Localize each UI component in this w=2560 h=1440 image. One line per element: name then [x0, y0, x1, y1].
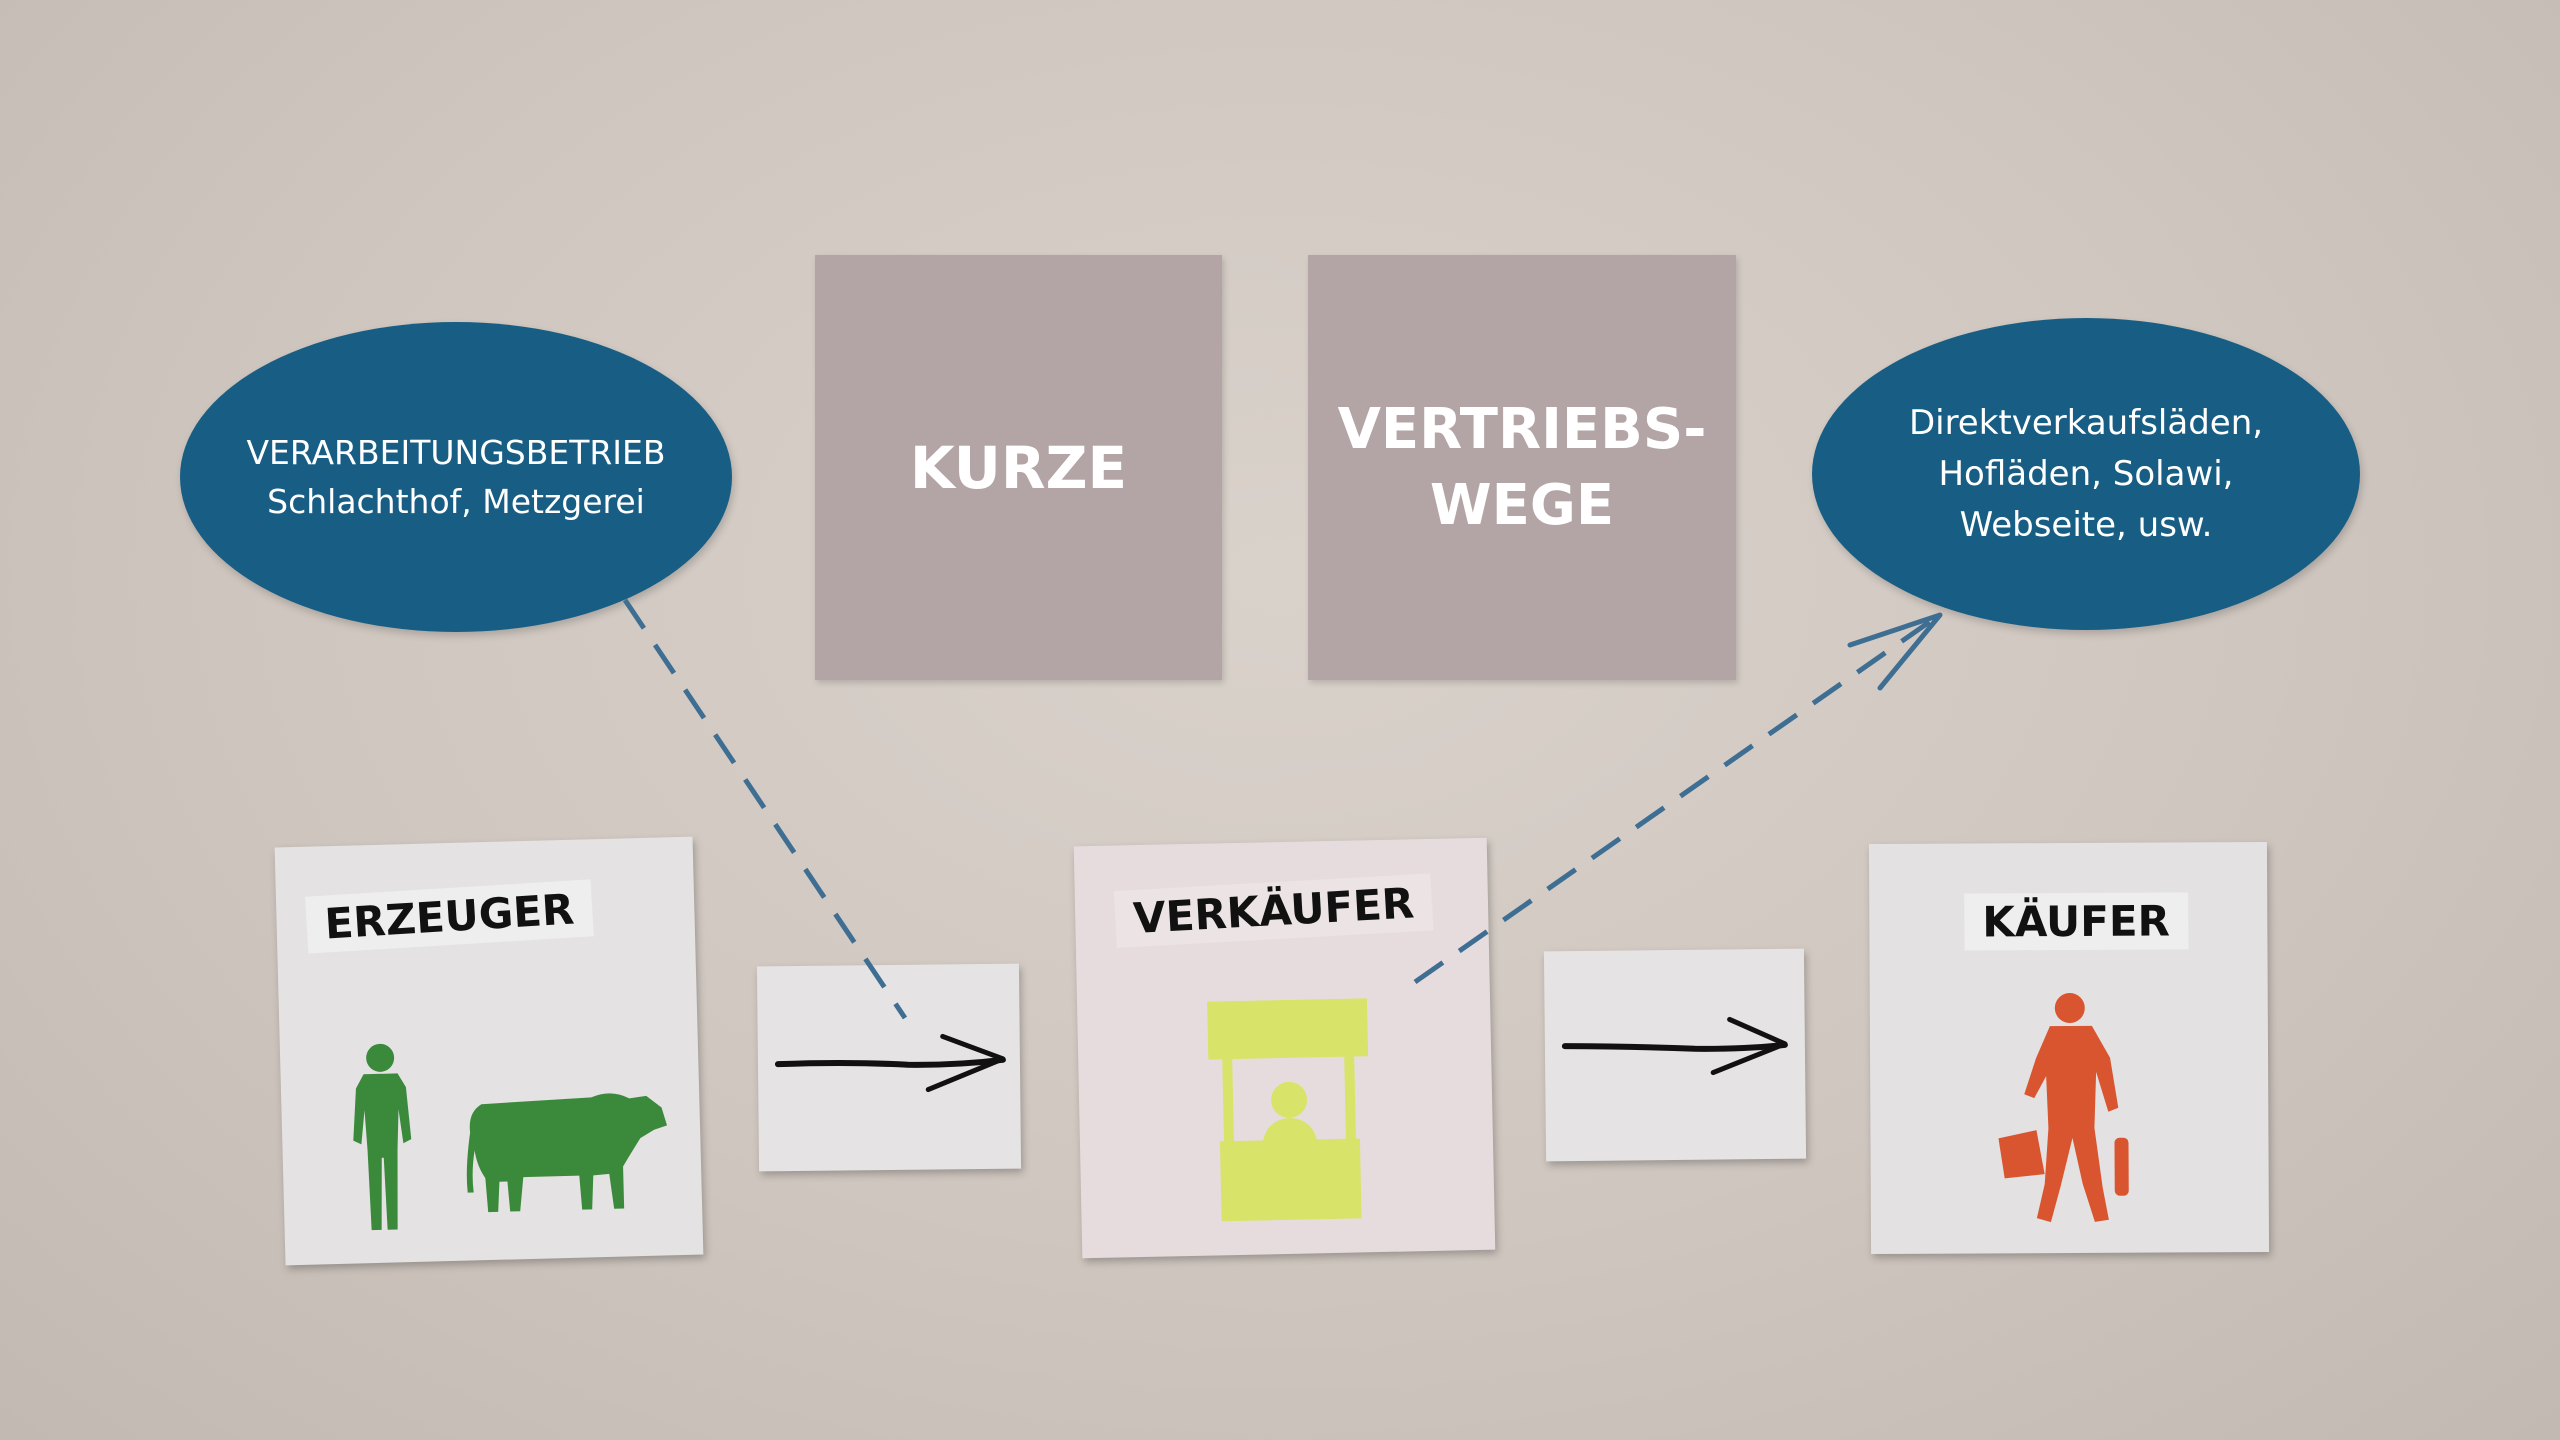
seller-label: VERKÄUFER — [1113, 873, 1434, 949]
flow-arrow-card-producer-to-seller — [756, 963, 1022, 1172]
producer-card: ERZEUGER — [274, 836, 704, 1266]
sales-channels-bubble: Direktverkaufsläden, Hofläden, Solawi, W… — [1812, 318, 2360, 630]
seller-card: VERKÄUFER — [1073, 837, 1496, 1259]
farmer-silhouette-icon — [353, 1043, 412, 1231]
sales-channels-line2: Hofläden, Solawi, — [1938, 453, 2234, 494]
title-card-vertriebswege: VERTRIEBS- WEGE — [1308, 255, 1736, 680]
flow-arrow-card-seller-to-buyer — [1543, 948, 1807, 1162]
producer-label: ERZEUGER — [304, 879, 594, 954]
title-word-kurze: KURZE — [909, 433, 1128, 502]
hand-drawn-arrow-icon — [774, 1033, 1006, 1093]
sales-channels-line1: Direktverkaufsläden, — [1908, 402, 2264, 443]
title-card-kurze: KURZE — [815, 255, 1222, 680]
hand-drawn-arrow-icon — [1561, 1016, 1788, 1076]
cow-silhouette-icon — [466, 1093, 668, 1213]
processing-bubble: VERARBEITUNGSBETRIEB Schlachthof, Metzge… — [180, 322, 732, 632]
processing-bubble-line1: VERARBEITUNGSBETRIEB — [246, 432, 666, 472]
market-stall-icon — [1207, 998, 1369, 1222]
shopper-silhouette-icon — [1998, 992, 2129, 1223]
dashed-arrowhead-icon — [1847, 612, 1943, 691]
title-word-vertriebs: VERTRIEBS- — [1337, 396, 1707, 462]
sales-channels-line3: Webseite, usw. — [1959, 504, 2213, 545]
buyer-label: KÄUFER — [1964, 892, 2189, 951]
title-word-wege: WEGE — [1429, 472, 1615, 538]
buyer-card: KÄUFER — [1868, 841, 2270, 1255]
processing-bubble-line2: Schlachthof, Metzgerei — [267, 482, 645, 521]
